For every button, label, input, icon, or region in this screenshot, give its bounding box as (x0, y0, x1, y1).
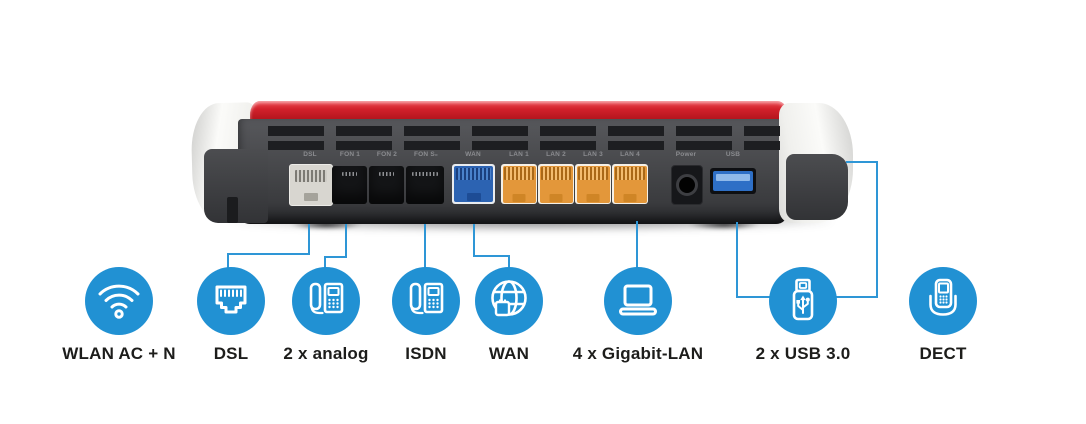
power-jack (671, 165, 703, 205)
connector-dsl (227, 253, 310, 255)
port-label-lan1: LAN 1 (509, 151, 529, 158)
lan1-port (501, 164, 537, 204)
globe-icon (491, 280, 527, 317)
wan-port (452, 164, 495, 204)
usb-stick-icon (792, 278, 814, 321)
connector-wan (473, 224, 475, 257)
connector-analog (324, 256, 326, 269)
connector-analog (324, 256, 347, 258)
wifi-icon (98, 284, 140, 319)
analog-badge (292, 267, 360, 335)
connector-usb (846, 161, 878, 163)
router-foot-shadow (290, 219, 362, 230)
feature-label: WAN (488, 344, 530, 363)
dect-badge (909, 267, 977, 335)
dsl-port (289, 164, 333, 206)
wan-badge (475, 267, 543, 335)
dsl-badge (197, 267, 265, 335)
feature-label: 2 x analog (283, 344, 369, 363)
port-label-power: Power (675, 151, 697, 158)
feature-label: DSL (213, 344, 249, 363)
desk-phone-icon (409, 282, 444, 315)
feature-label: 4 x Gigabit-LAN (572, 344, 704, 363)
port-label-lan2: LAN 2 (546, 151, 566, 158)
connector-wan (508, 255, 510, 269)
lan2-port (538, 164, 574, 204)
connector-dsl (308, 224, 310, 255)
kensington-lock-slot (227, 197, 238, 223)
ethernet-jack-icon (215, 285, 247, 314)
fon2-port (369, 166, 404, 204)
feature-label: DECT (919, 344, 967, 363)
vent-slots-row (268, 126, 780, 136)
port-label-fons0: FON S₀ (414, 151, 438, 158)
connector-wan (473, 255, 510, 257)
cordless-phone-icon (929, 278, 957, 316)
fon1-port (332, 166, 367, 204)
desk-phone-icon (309, 282, 344, 315)
feature-label: ISDN (405, 344, 447, 363)
fon-s0-isdn-port (406, 166, 444, 204)
port-label-usb: USB (725, 151, 741, 158)
port-label-wan: WAN (465, 151, 481, 158)
usb3-port (710, 168, 756, 194)
feature-label: WLAN AC + N (62, 344, 176, 363)
vent-slots-row (268, 141, 780, 150)
port-label-lan4: LAN 4 (620, 151, 640, 158)
connector-usb (736, 222, 738, 298)
feature-label: 2 x USB 3.0 (755, 344, 851, 363)
port-label-fon1: FON 1 (339, 151, 361, 158)
router-foot-shadow (688, 219, 760, 230)
connector-usb (876, 161, 878, 298)
isdn-badge (392, 267, 460, 335)
port-label-lan3: LAN 3 (583, 151, 603, 158)
usb-badge (769, 267, 837, 335)
laptop-icon (619, 284, 657, 316)
port-label-dsl: DSL (303, 151, 317, 158)
connector-isdn (424, 224, 426, 269)
lan-badge (604, 267, 672, 335)
lan3-port (575, 164, 611, 204)
wlan-badge (85, 267, 153, 335)
connector-dsl (227, 253, 229, 269)
connector-lan (636, 221, 638, 269)
router-right-side-panel (786, 154, 848, 220)
lan4-port (612, 164, 648, 204)
port-label-fon2: FON 2 (376, 151, 398, 158)
connector-analog (345, 224, 347, 258)
